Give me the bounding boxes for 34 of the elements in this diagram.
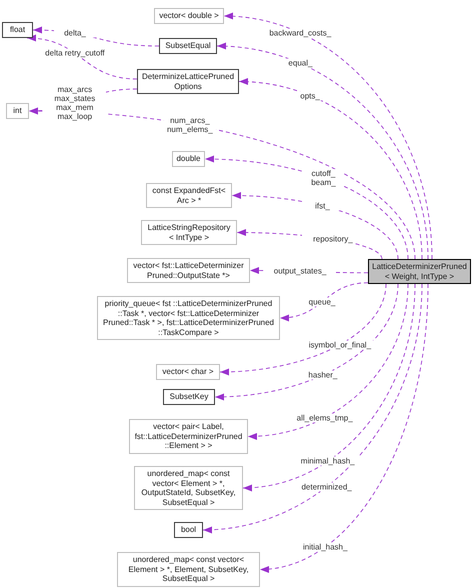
class-box: unordered_map< const vector< Element > *, OutputStateId, SubsetKey, SubsetEqual > [134,466,243,510]
class-box: LatticeStringRepository < IntType > [141,220,237,245]
class-box: priority_queue< fst ::LatticeDeterminizerPruned ::Task *, vector< fst::LatticeDeterminizer Pruned::Task * >, fst::LatticeDeterminizerPruned ::TaskCompare > [97,296,280,340]
class-box: SubsetEqual [159,38,217,54]
dashed-arrow [224,13,432,260]
dashed-arrow [280,282,368,321]
dashed-arrow [238,78,422,260]
class-box: LatticeDeterminizerPruned < Weight, IntType > [368,259,471,284]
dashed-arrow [242,284,416,491]
dashed-arrow [220,284,386,376]
edge-label: num_arcs_ num_elems_ [164,116,216,134]
dashed-arrow [216,43,428,260]
dashed-arrow [202,284,422,533]
class-box: vector< double > [154,8,224,24]
edge-label: output_states_ [264,266,336,276]
class-box: bool [174,522,203,538]
class-box: vector< char > [156,364,220,380]
edge-label: delta retry_cutoff [44,48,106,58]
class-box: const ExpandedFst< Arc > * [146,183,232,208]
dashed-arrow [260,284,428,572]
edge-label: cutoff_ beam_ [302,168,344,187]
edge-label: max_arcs max_states max_mem max_loop [44,85,106,122]
class-box: SubsetKey [163,389,215,404]
class-box: int [6,103,29,118]
dashed-arrow [26,35,138,80]
class-box: unordered_map< const vector< Element > *, Element, SubsetKey, SubsetEqual > [117,552,260,586]
class-box: vector< fst::LatticeDeterminizer Pruned::OutputState *> [127,258,250,283]
class-box: DeterminizeLatticePruned Options [137,69,239,94]
edge-label: delta_ [54,28,96,38]
dashed-arrow [214,284,398,400]
class-box: vector< pair< Label, fst::LatticeDeterminizerPruned ::Element > > [129,419,248,454]
dashed-arrow [248,284,408,440]
class-box: double [172,151,205,166]
class-box: float [2,22,33,38]
